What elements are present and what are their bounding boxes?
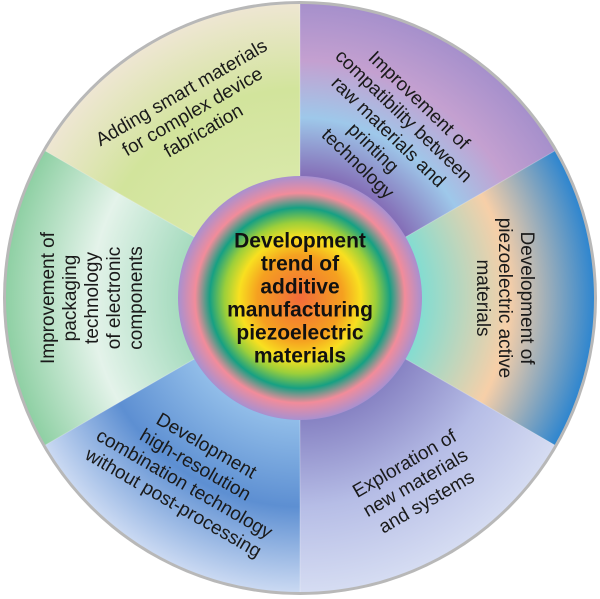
segment-label-line: piezoelectric active <box>494 218 515 379</box>
center-title-line: additive <box>260 276 339 299</box>
center-title-line: Development <box>234 230 366 253</box>
center-title-line: materials <box>254 345 346 368</box>
segment-label-line: of electronic <box>104 247 125 349</box>
segment-label-line: Development of <box>516 231 537 365</box>
segment-label-line: components <box>126 246 147 350</box>
segment-piezoelectric-active <box>300 151 594 445</box>
segment-label-line: technology <box>82 252 103 344</box>
center-title-line: manufacturing <box>227 299 373 322</box>
center-hub <box>178 176 422 420</box>
segment-label-line: Improvement of <box>38 231 59 364</box>
segment-packaging <box>5 151 300 445</box>
center-title-line: piezoelectric <box>236 322 364 345</box>
segment-label-line: materials <box>472 259 493 336</box>
segment-label-packaging: Improvement ofpackagingtechnologyof elec… <box>38 231 147 364</box>
center-title-line: trend of <box>261 253 340 276</box>
segment-label-piezoelectric-active: Development ofpiezoelectric activemateri… <box>472 218 537 379</box>
segment-label-line: packaging <box>60 255 81 342</box>
